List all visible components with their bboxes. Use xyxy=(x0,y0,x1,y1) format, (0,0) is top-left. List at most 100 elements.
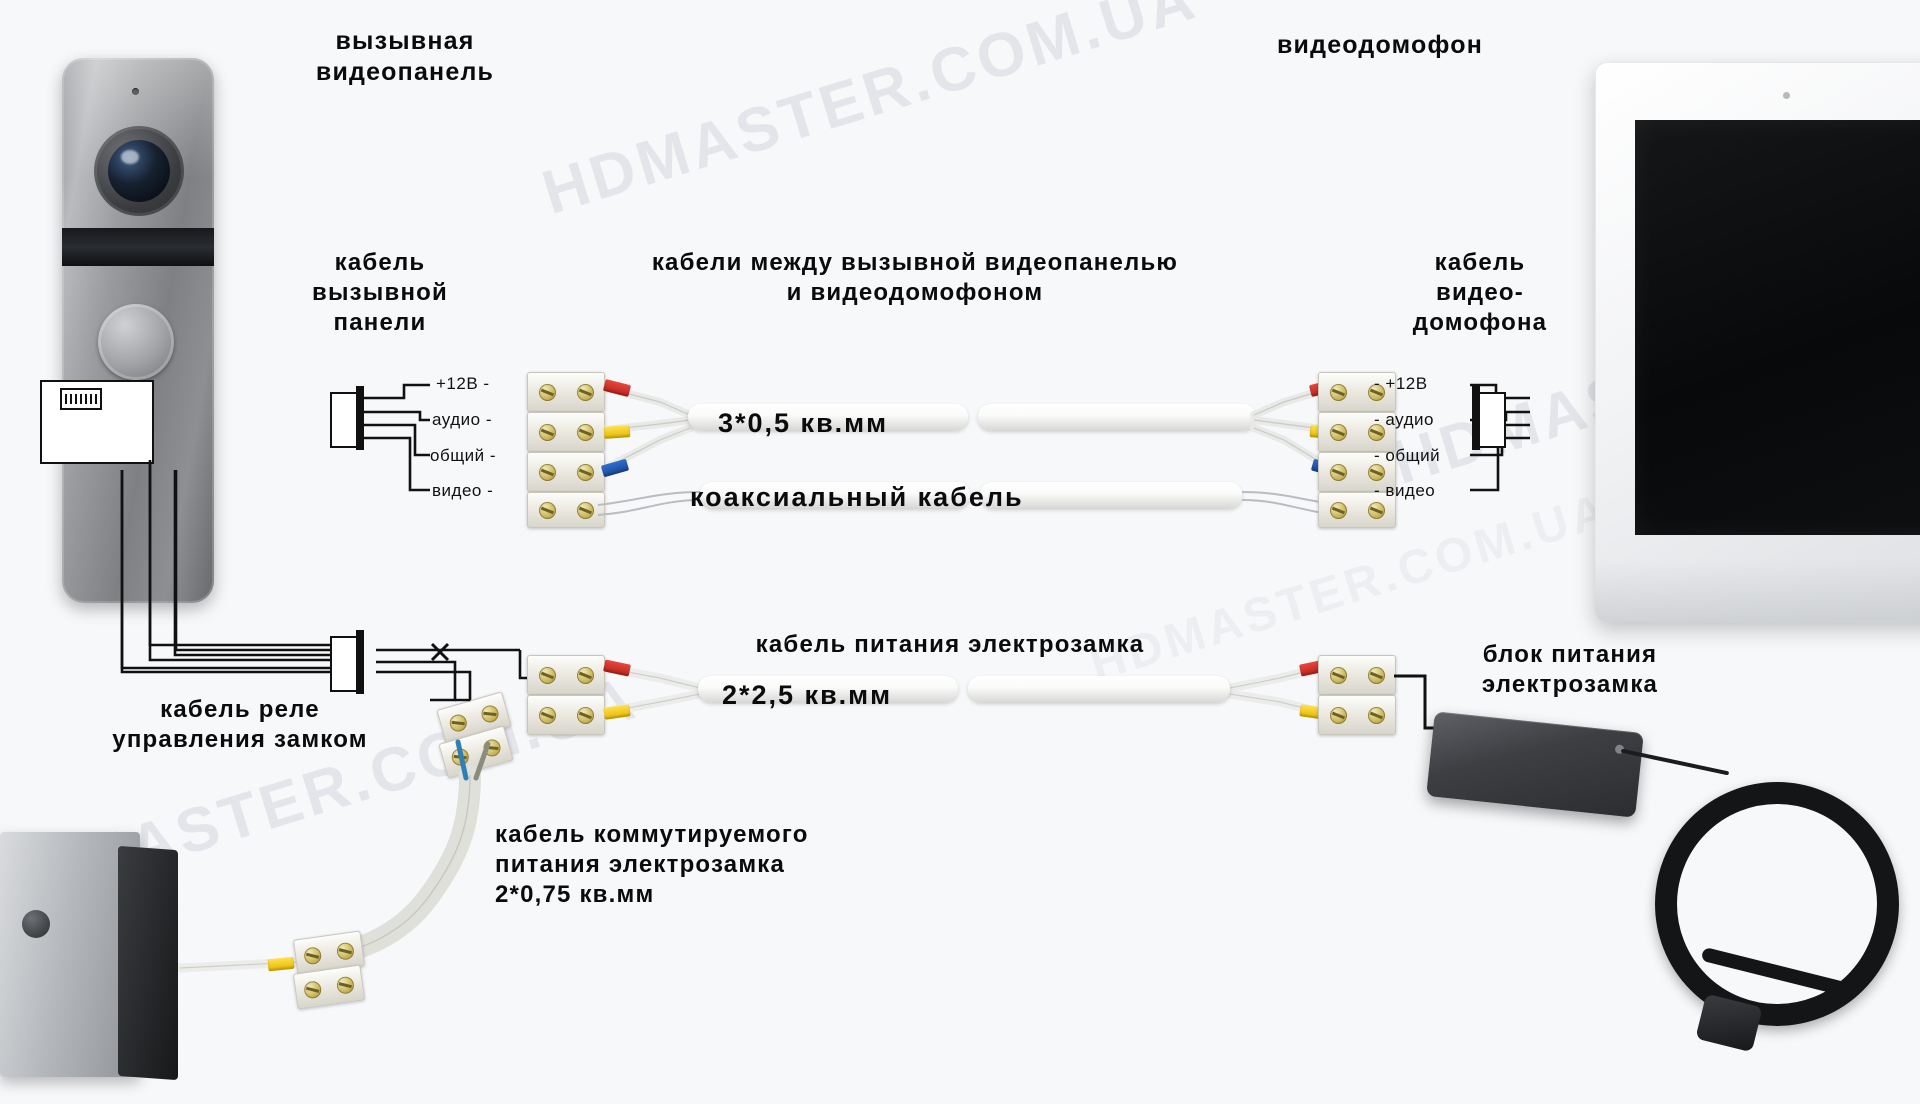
terminal-label-left-2: общий - xyxy=(430,446,496,466)
power-supply-brick xyxy=(1426,711,1644,818)
terminal-block-left-low xyxy=(527,452,605,492)
label-lock-power-cable: кабель питания электрозамка xyxy=(755,631,1145,658)
screw-icon xyxy=(1329,706,1347,724)
panel-ir-strip xyxy=(62,228,214,266)
power-cable-right-segment xyxy=(968,676,1230,702)
screw-icon xyxy=(576,463,594,481)
ferrule-blue xyxy=(600,458,630,478)
screw-icon xyxy=(1329,501,1347,519)
terminal-label-left-0: +12В - xyxy=(436,374,490,394)
screw-icon xyxy=(479,702,501,724)
screw-icon xyxy=(538,666,556,684)
screw-icon xyxy=(1367,383,1385,401)
terminal-dash: - xyxy=(483,374,490,393)
plug-bar xyxy=(356,386,364,450)
screw-icon xyxy=(538,501,556,519)
watermark: HDMASTER.COM.UA xyxy=(534,0,1206,228)
plug-bar xyxy=(356,630,364,694)
screw-icon xyxy=(1329,666,1347,684)
terminal-label-right-1: - аудио xyxy=(1374,410,1434,430)
terminal-label-right-0: - +12В xyxy=(1374,374,1428,394)
monitor-indicator-icon xyxy=(1783,92,1790,99)
title-monitor: видеодомофон xyxy=(1276,31,1483,59)
camera-lens-icon xyxy=(108,140,170,202)
label-relay-cable: кабель реле управления замком xyxy=(112,696,368,753)
terminal-text: аудио xyxy=(432,410,481,429)
ferrule-yellow xyxy=(267,956,295,972)
terminal-block-right-mid xyxy=(1318,412,1396,452)
terminal-label-left-3: видео - xyxy=(432,481,493,501)
terminal-text: общий xyxy=(1385,446,1441,465)
terminal-block-right-coax xyxy=(1318,492,1396,528)
terminal-text: видео xyxy=(432,481,482,500)
label-lock-psu: блок питания электрозамка xyxy=(1481,641,1659,698)
screw-icon xyxy=(576,501,594,519)
coax-cable-spec: коаксиальный кабель xyxy=(690,482,1024,512)
terminal-label-right-2: - общий xyxy=(1374,446,1440,466)
terminal-dash: - xyxy=(489,446,497,465)
ferrule-yellow xyxy=(603,425,631,439)
screw-icon xyxy=(538,383,556,401)
terminal-block-power-bottom xyxy=(527,695,605,735)
terminal-block-left-top xyxy=(527,372,605,412)
panel-terminal-contacts-icon xyxy=(60,388,102,410)
label-cables-between: кабели между вызывной видеопанелью и вид… xyxy=(651,249,1179,306)
terminal-dash: - xyxy=(1374,374,1381,393)
plug-bar xyxy=(1472,386,1480,450)
title-call-panel: вызывная видеопанель xyxy=(315,27,495,87)
coax-cable-right-segment xyxy=(980,482,1242,508)
psu-mains-cable-coil xyxy=(1655,782,1899,1026)
monitor-screen xyxy=(1635,120,1920,535)
ferrule-red xyxy=(602,379,632,397)
screw-icon xyxy=(335,975,355,995)
plug-body xyxy=(1476,392,1506,448)
power-cable-spec: 2*2,5 кв.мм xyxy=(722,680,893,710)
terminal-block-left-coax xyxy=(527,492,605,528)
screw-icon xyxy=(576,666,594,684)
microphone-hole-icon xyxy=(132,88,139,95)
screw-icon xyxy=(1367,706,1385,724)
signal-cable-spec: 3*0,5 кв.мм xyxy=(718,408,889,438)
power-cable-left-segment xyxy=(698,676,958,702)
coax-cable-left-segment xyxy=(700,482,970,508)
label-monitor-cable: кабель видео- домофона xyxy=(1412,249,1548,336)
ferrule-yellow xyxy=(603,704,631,720)
label-call-panel-cable: кабель вызывной панели xyxy=(312,249,448,336)
panel-terminal-box xyxy=(40,380,154,464)
lens-glint xyxy=(121,150,139,164)
call-panel-device xyxy=(62,58,214,603)
electric-lock-strike xyxy=(118,845,178,1081)
camera-ring xyxy=(94,126,184,216)
screw-icon xyxy=(576,706,594,724)
call-button-icon xyxy=(98,304,174,380)
terminal-block-right-top xyxy=(1318,372,1396,412)
screw-icon xyxy=(576,383,594,401)
terminal-dash: - xyxy=(487,481,494,500)
screw-icon xyxy=(538,463,556,481)
screw-icon xyxy=(1329,423,1347,441)
terminal-text: аудио xyxy=(1385,410,1434,429)
terminal-dash: - xyxy=(1374,481,1381,500)
label-switched-lock-cable: кабель коммутируемого питания электрозам… xyxy=(495,821,809,908)
terminal-text: +12В xyxy=(1385,374,1428,393)
screw-icon xyxy=(538,706,556,724)
terminal-text: видео xyxy=(1385,481,1436,500)
screw-icon xyxy=(1367,463,1385,481)
ferrule-red xyxy=(603,659,631,677)
screw-icon xyxy=(538,423,556,441)
screw-icon xyxy=(449,746,471,768)
screw-icon xyxy=(303,945,323,965)
terminal-text: +12В xyxy=(436,374,479,393)
terminal-label-right-3: - видео xyxy=(1374,481,1435,501)
terminal-block-psu-bottom xyxy=(1318,695,1396,735)
terminal-dash: - xyxy=(1374,446,1381,465)
screw-icon xyxy=(1367,666,1385,684)
electric-lock-device xyxy=(0,832,140,1077)
screw-icon xyxy=(481,736,503,758)
screw-icon xyxy=(303,979,323,999)
terminal-dash: - xyxy=(485,410,492,429)
terminal-label-left-1: аудио - xyxy=(432,410,492,430)
terminal-block-left-mid xyxy=(527,412,605,452)
monitor-base-sheen xyxy=(1595,560,1920,622)
